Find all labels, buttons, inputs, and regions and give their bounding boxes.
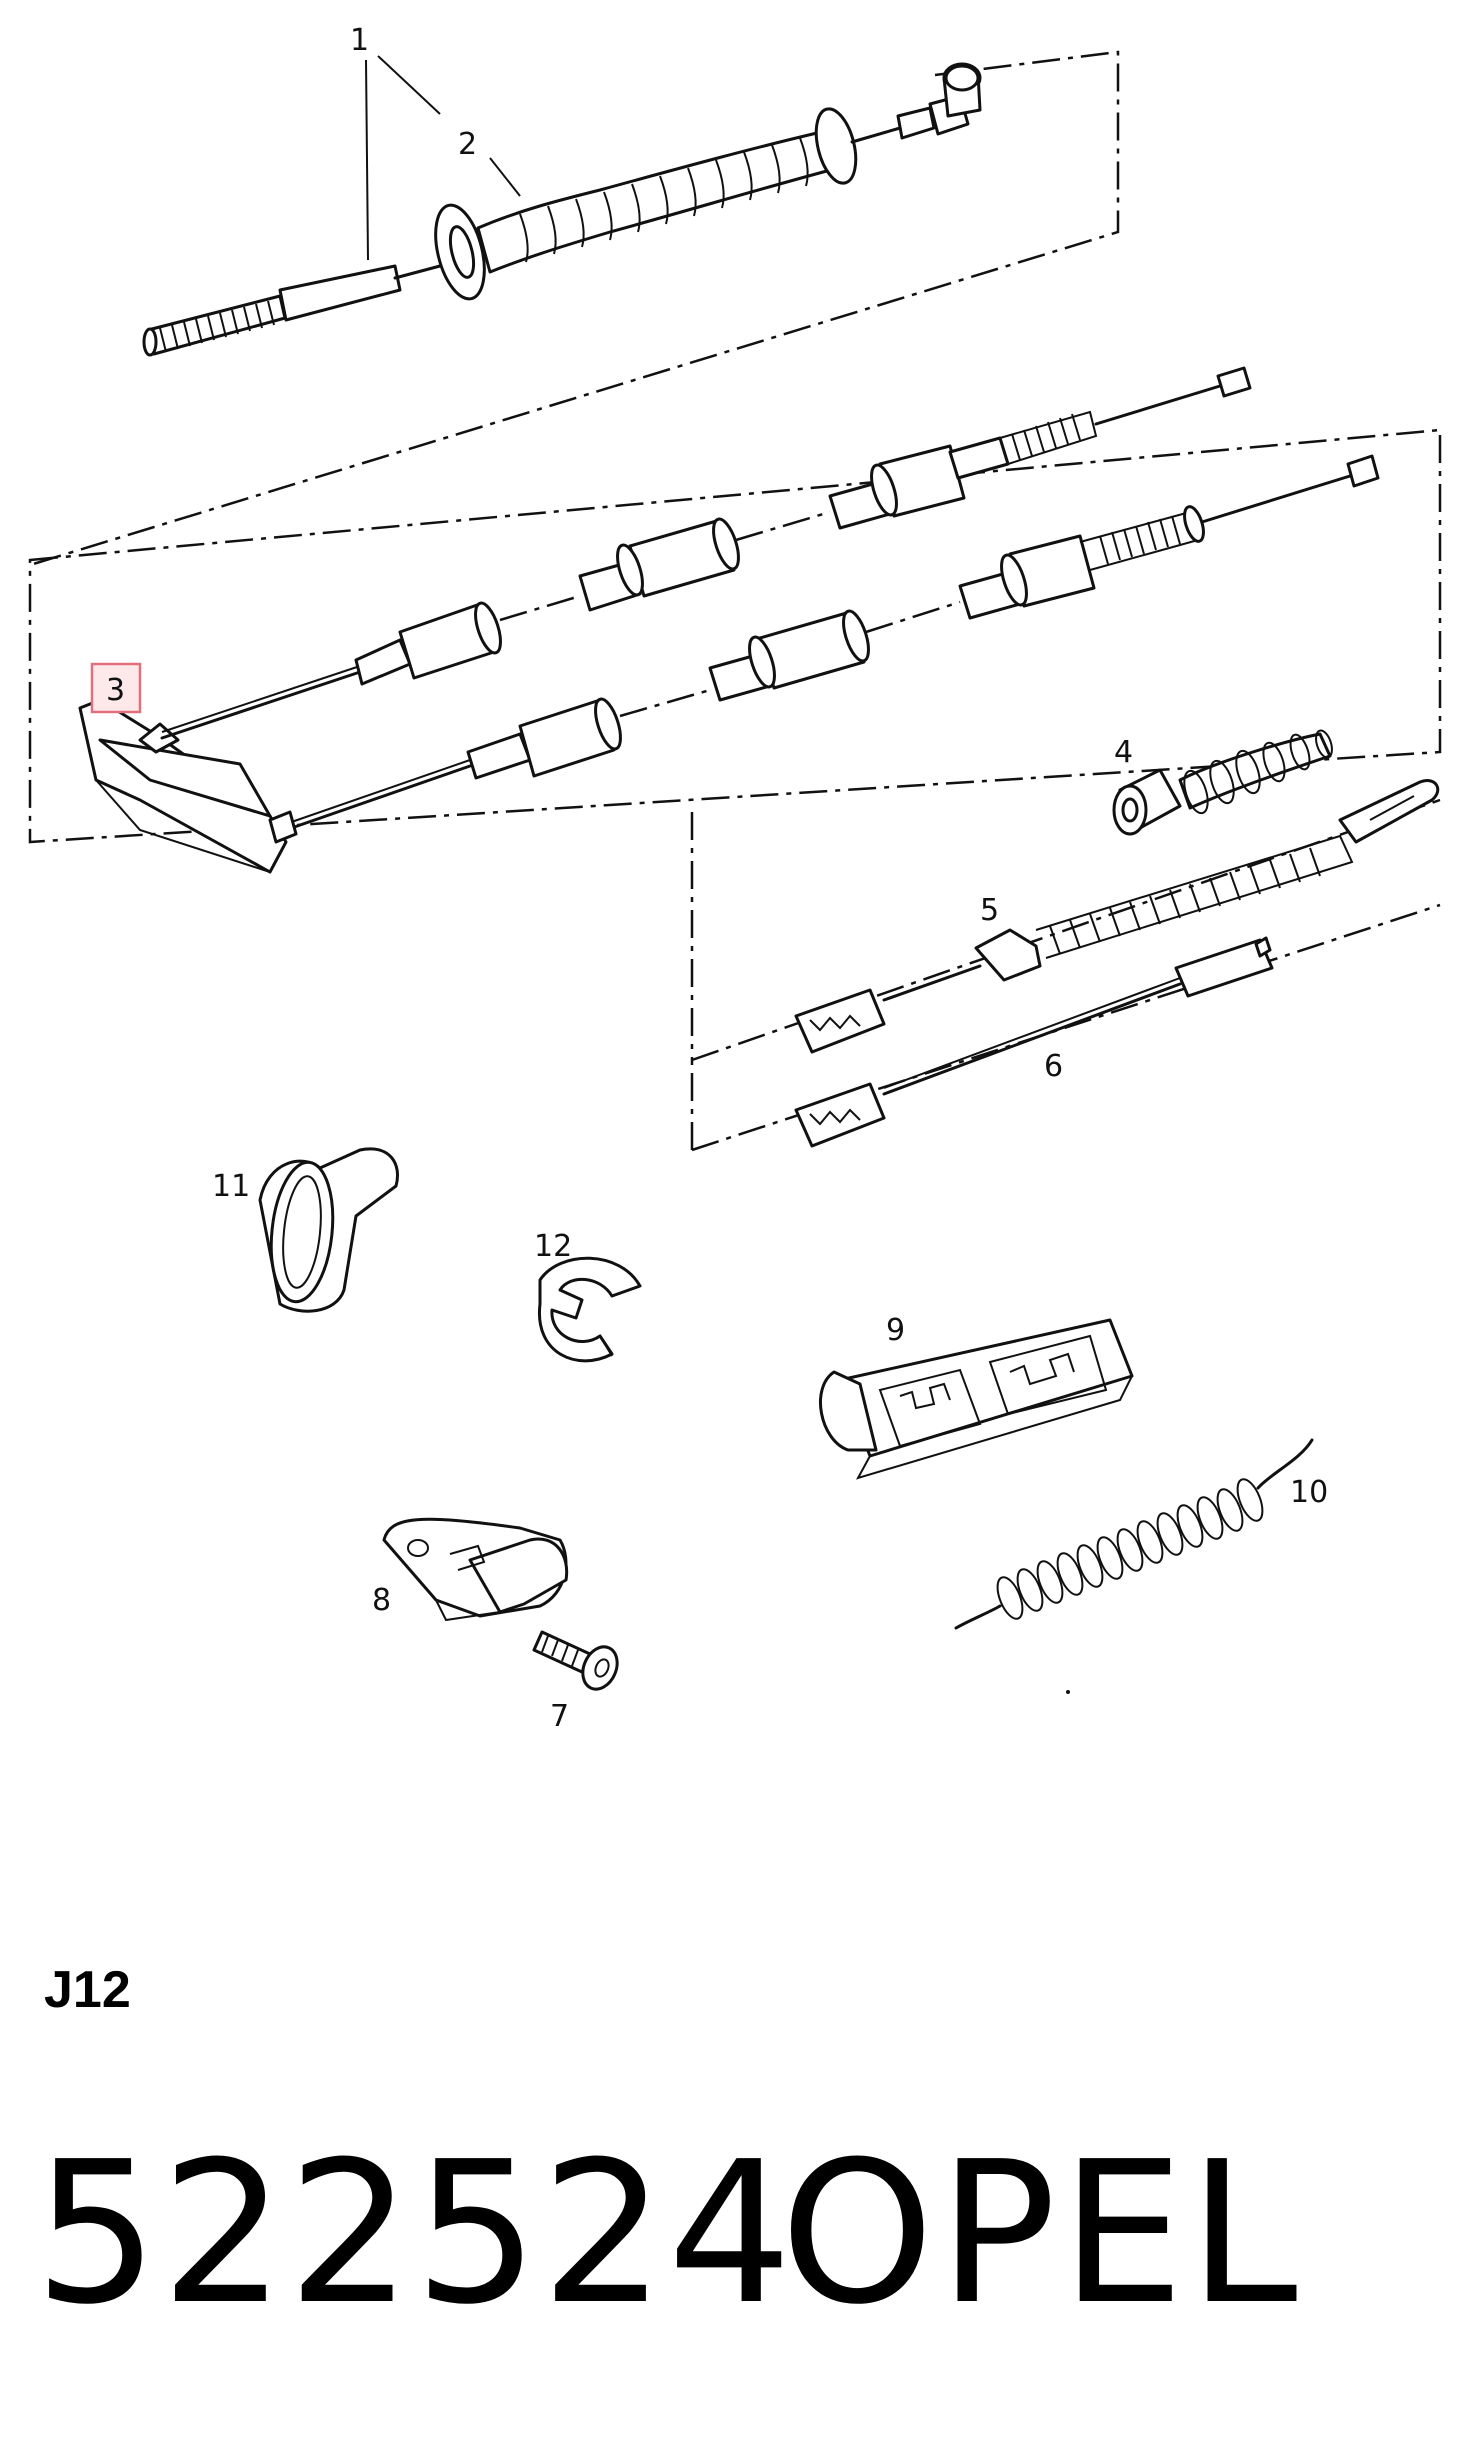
brand-name: OPEL xyxy=(780,2120,1302,2348)
callout-4: 4 xyxy=(1114,735,1133,770)
frame-lower xyxy=(690,798,1441,1152)
callout-3: 3 xyxy=(106,673,125,708)
short-cable xyxy=(794,936,1274,1148)
callout-7: 7 xyxy=(550,1699,569,1734)
rear-cables-assembly xyxy=(78,366,1380,874)
callout-6: 6 xyxy=(1044,1049,1063,1084)
retainer xyxy=(819,1318,1134,1480)
clip xyxy=(538,1256,642,1363)
callout-11: 11 xyxy=(212,1169,250,1204)
leaders-top xyxy=(365,55,521,261)
callout-8: 8 xyxy=(372,1583,391,1618)
callout-5: 5 xyxy=(980,893,999,928)
boot-part xyxy=(1112,729,1333,836)
part-number: 522524 xyxy=(34,2120,795,2348)
group-code: J12 xyxy=(44,1961,131,2019)
cable-with-spring xyxy=(794,779,1440,1054)
callout-12: 12 xyxy=(534,1229,572,1264)
screw xyxy=(532,1630,619,1691)
callout-2: 2 xyxy=(458,127,477,162)
frame-top xyxy=(29,50,1120,567)
callout-9: 9 xyxy=(886,1313,905,1348)
callout-10: 10 xyxy=(1290,1475,1328,1510)
front-cable-assembly xyxy=(142,62,982,357)
clamp xyxy=(382,1517,569,1622)
spring xyxy=(954,1438,1314,1630)
stray-dot xyxy=(1066,1690,1070,1694)
callout-1: 1 xyxy=(350,23,369,58)
callout-highlight-box xyxy=(90,662,142,714)
grommet xyxy=(258,1147,399,1313)
